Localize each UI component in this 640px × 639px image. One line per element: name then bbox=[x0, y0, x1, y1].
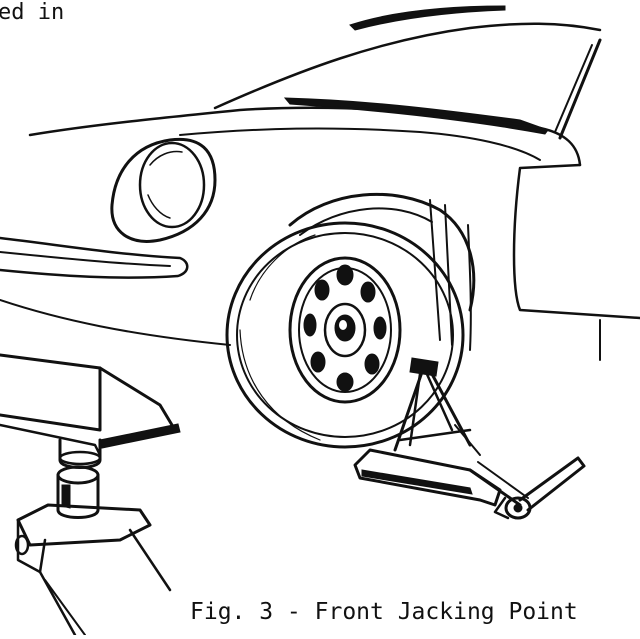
car-body bbox=[0, 5, 640, 361]
figure-caption: Fig. 3 - Front Jacking Point bbox=[190, 599, 578, 625]
axle-stand bbox=[0, 353, 181, 637]
front-wheel bbox=[225, 221, 465, 449]
scissor-jack bbox=[353, 357, 586, 520]
page-text-fragment: ed in bbox=[0, 0, 65, 25]
